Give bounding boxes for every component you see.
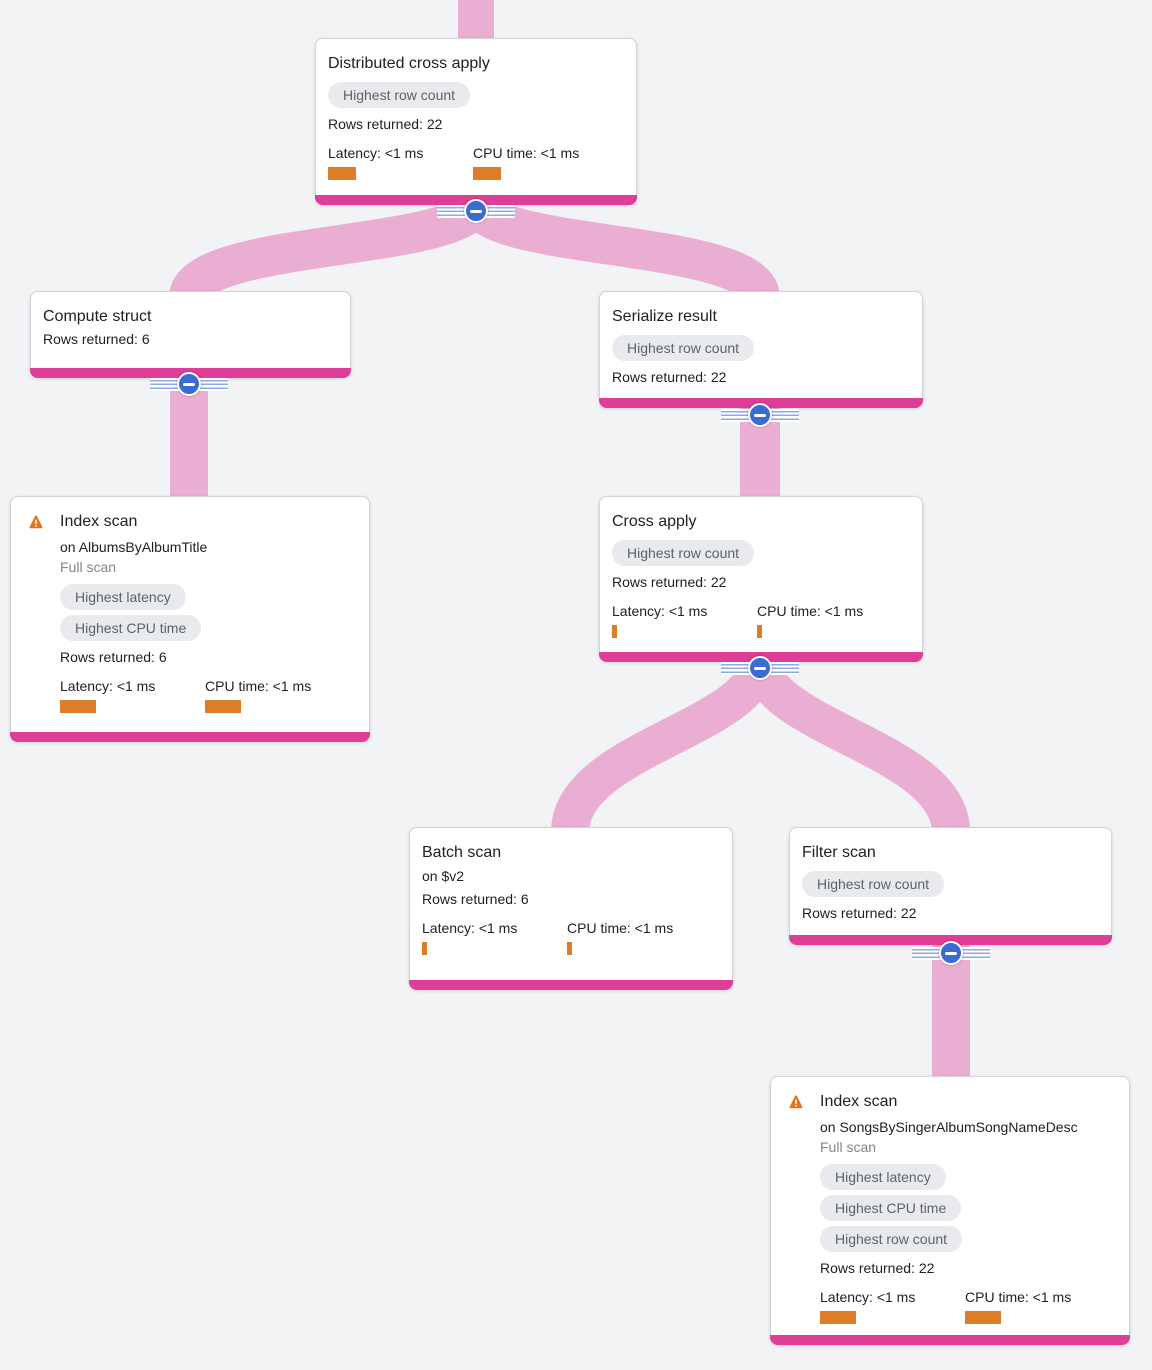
cpu-time-bar [965,1311,1001,1324]
link-cross-apply-filter-scan [741,655,970,835]
highlight-chip: Highest latency [60,584,186,610]
cpu-time-bar [205,700,241,713]
plan-node-filter-scan[interactable]: Filter scan Highest row count Rows retur… [789,827,1112,945]
minus-circle-icon [464,199,488,223]
warning-icon [789,1095,803,1109]
node-footer-bar [770,1335,1130,1345]
rows-returned: Rows returned: 22 [820,1260,935,1276]
node-footer-bar [409,980,733,990]
cpu-time-metric: CPU time: <1 ms [205,677,350,713]
metrics-row: Latency: <1 ms CPU time: <1 ms [612,602,910,638]
plan-node-compute-struct[interactable]: Compute struct Rows returned: 6 [30,291,351,378]
plan-node-batch-scan[interactable]: Batch scan on $v2 Rows returned: 6 Laten… [409,827,733,990]
latency-bar [820,1311,856,1324]
minus-circle-icon [748,656,772,680]
latency-bar [422,942,427,955]
rows-returned: Rows returned: 6 [422,891,529,907]
plan-node-distributed-cross-apply[interactable]: Distributed cross apply Highest row coun… [315,38,637,205]
node-subtitle: on SongsBySingerAlbumSongNameDesc [820,1119,1078,1135]
node-subtitle: on AlbumsByAlbumTitle [60,539,208,555]
collapse-button-compute-struct[interactable] [150,371,228,397]
rows-returned: Rows returned: 6 [60,649,167,665]
link-distributed-cross-apply-compute-struct [169,193,496,303]
link-distributed-cross-apply-serialize-result [456,193,780,303]
cpu-time-metric: CPU time: <1 ms [757,602,902,638]
cpu-time-metric: CPU time: <1 ms [473,144,618,180]
latency-bar [612,625,617,638]
collapse-button-distributed-cross-apply[interactable] [437,198,515,224]
metrics-row: Latency: <1 ms CPU time: <1 ms [820,1288,1117,1324]
metrics-row: Latency: <1 ms CPU time: <1 ms [328,144,624,180]
node-title: Distributed cross apply [328,55,490,72]
highlight-chip: Highest row count [612,335,755,361]
collapse-button-cross-apply[interactable] [721,655,799,681]
plan-node-cross-apply[interactable]: Cross apply Highest row count Rows retur… [599,496,923,662]
node-footer-bar [10,732,370,742]
rows-returned: Rows returned: 6 [43,331,150,347]
node-footer-bar [789,935,1112,945]
rows-returned: Rows returned: 22 [802,905,917,921]
node-title: Index scan [820,1093,898,1110]
metrics-row: Latency: <1 ms CPU time: <1 ms [60,677,357,713]
plan-node-index-scan-albums[interactable]: Index scan on AlbumsByAlbumTitle Full sc… [10,496,370,742]
node-subtitle: on $v2 [422,868,465,884]
scan-note: Full scan [60,559,117,575]
cpu-time-metric: CPU time: <1 ms [567,919,712,955]
highlight-chip: Highest CPU time [60,615,202,641]
collapse-button-serialize-result[interactable] [721,402,799,428]
scan-note: Full scan [820,1139,877,1155]
cpu-time-metric: CPU time: <1 ms [965,1288,1110,1324]
latency-metric: Latency: <1 ms [328,144,473,180]
node-title: Index scan [60,513,138,530]
latency-bar [328,167,356,180]
highlight-chip: Highest row count [820,1226,963,1252]
plan-node-serialize-result[interactable]: Serialize result Highest row count Rows … [599,291,923,408]
rows-returned: Rows returned: 22 [612,369,727,385]
node-title: Serialize result [612,308,717,325]
minus-circle-icon [939,941,963,965]
node-title: Compute struct [43,308,152,325]
cpu-time-bar [757,625,762,638]
latency-metric: Latency: <1 ms [60,677,205,713]
rows-returned: Rows returned: 22 [328,116,443,132]
node-title: Cross apply [612,513,697,530]
collapse-button-filter-scan[interactable] [912,940,990,966]
latency-metric: Latency: <1 ms [422,919,567,955]
highlight-chip: Highest latency [820,1164,946,1190]
minus-circle-icon [177,372,201,396]
latency-metric: Latency: <1 ms [612,602,757,638]
rows-returned: Rows returned: 22 [612,574,727,590]
plan-node-index-scan-songs[interactable]: Index scan on SongsBySingerAlbumSongName… [770,1076,1130,1345]
node-title: Filter scan [802,844,876,861]
highlight-chip: Highest CPU time [820,1195,962,1221]
warning-icon [29,515,43,529]
cpu-time-bar [473,167,501,180]
highlight-chip: Highest row count [802,871,945,897]
highlight-chip: Highest row count [328,82,471,108]
link-cross-apply-batch-scan [551,655,779,835]
latency-bar [60,700,96,713]
latency-metric: Latency: <1 ms [820,1288,965,1324]
cpu-time-bar [567,942,572,955]
highlight-chip: Highest row count [612,540,755,566]
node-title: Batch scan [422,844,502,861]
minus-circle-icon [748,403,772,427]
metrics-row: Latency: <1 ms CPU time: <1 ms [422,919,720,955]
